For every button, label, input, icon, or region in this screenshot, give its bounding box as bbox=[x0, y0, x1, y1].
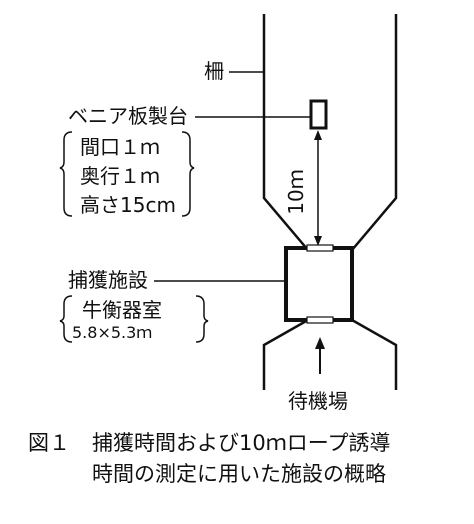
facility-label: 捕獲施設 bbox=[68, 268, 148, 292]
facility-bracket-left bbox=[59, 295, 73, 343]
figure-number: 図１ bbox=[28, 431, 70, 455]
facility-name: 牛衡器室 bbox=[82, 298, 162, 322]
caption-line-2: 時間の測定に用いた施設の概略 bbox=[92, 462, 386, 486]
entry-arrow-icon bbox=[315, 337, 325, 349]
top-door bbox=[306, 244, 334, 252]
platform-height: 高さ15cm bbox=[80, 193, 176, 217]
capture-room bbox=[284, 246, 354, 322]
lower-pen-left bbox=[262, 318, 309, 390]
facility-bracket-right bbox=[195, 295, 209, 343]
distance-label: 10ｍ bbox=[284, 169, 308, 214]
lower-pen-right bbox=[351, 318, 398, 390]
distance-arrowhead-bottom bbox=[314, 236, 322, 246]
platform-label: ベニア板製台 bbox=[68, 104, 188, 128]
platform-width: 間口１ｍ bbox=[80, 135, 160, 159]
waiting-area-label: 待機場 bbox=[288, 389, 348, 413]
platform-bracket-right bbox=[181, 131, 195, 217]
platform-depth: 奥行１ｍ bbox=[80, 164, 160, 188]
veneer-platform bbox=[309, 99, 328, 130]
distance-arrowhead-top bbox=[314, 130, 322, 140]
bottom-door bbox=[306, 316, 334, 324]
platform-bracket-left bbox=[59, 131, 73, 217]
caption-line-1: 捕獲時間および10ｍロープ誘導 bbox=[92, 431, 390, 455]
facility-size: 5.8×5.3ｍ bbox=[72, 323, 152, 342]
fence-label: 柵 bbox=[204, 59, 224, 83]
